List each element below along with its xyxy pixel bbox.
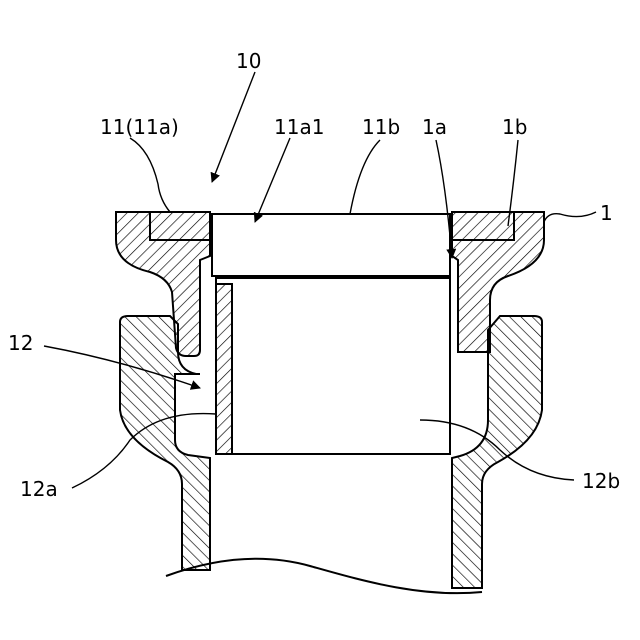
cap-plate-right xyxy=(452,212,514,240)
label-12b: 12b xyxy=(582,469,620,493)
plug-11b xyxy=(212,214,450,276)
label-10: 10 xyxy=(236,49,261,73)
label-12: 12 xyxy=(8,331,33,355)
label-11a1: 11a1 xyxy=(274,115,324,139)
lower-housing-right xyxy=(452,316,542,588)
label-1a: 1a xyxy=(422,115,447,139)
inner-wall-12a xyxy=(216,284,232,454)
cap-plate-left xyxy=(150,212,210,240)
label-12a: 12a xyxy=(20,477,58,501)
label-1: 1 xyxy=(600,201,613,225)
label-1b: 1b xyxy=(502,115,527,139)
break-line xyxy=(166,559,482,593)
inner-body-12b xyxy=(216,278,450,454)
label-11b: 11b xyxy=(362,115,400,139)
label-11-11a: 11(11a) xyxy=(100,115,179,139)
